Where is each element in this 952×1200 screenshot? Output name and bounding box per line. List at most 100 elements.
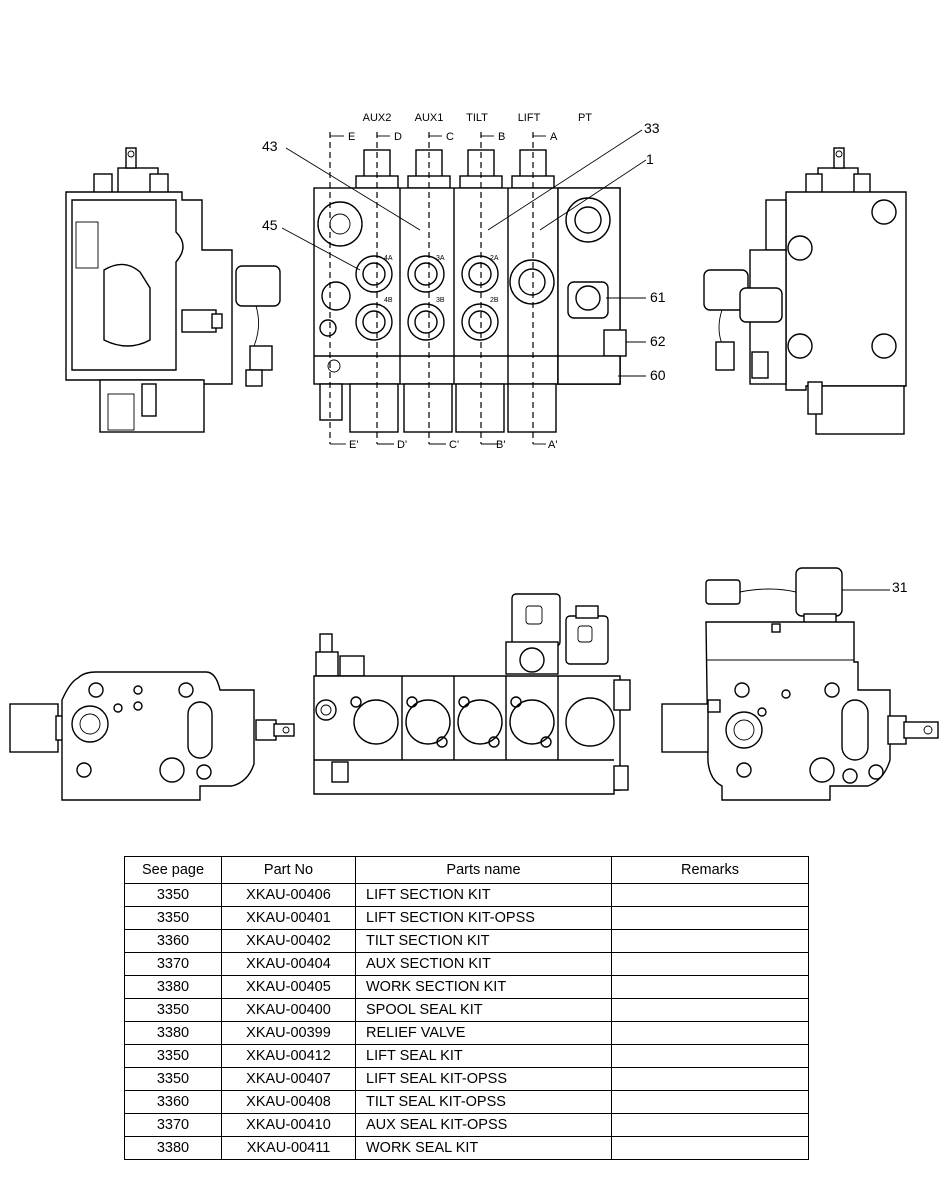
cell-see-page: 3350 <box>124 1044 222 1068</box>
cell-part-no: XKAU-00410 <box>221 1113 356 1137</box>
callout-33: 33 <box>644 120 660 136</box>
header-see-page: See page <box>124 856 222 884</box>
cell-part-no: XKAU-00400 <box>221 998 356 1022</box>
section-label: PT <box>578 112 592 124</box>
cell-see-page: 3380 <box>124 975 222 999</box>
cell-parts-name: LIFT SEAL KIT <box>355 1044 612 1068</box>
cut-label: D' <box>397 439 407 451</box>
port-label: 4A <box>384 255 393 262</box>
cell-see-page: 3370 <box>124 952 222 976</box>
cut-label: E' <box>349 439 358 451</box>
cell-see-page: 3380 <box>124 1021 222 1045</box>
cell-remarks <box>611 998 809 1022</box>
right-side-view <box>703 147 907 435</box>
front-view <box>281 129 647 445</box>
cell-see-page: 3360 <box>124 929 222 953</box>
valve-assembly-drawing: AUX2 AUX1 TILT LIFT PT E D C B A E' D' C… <box>9 112 939 801</box>
cut-label: E <box>348 131 355 143</box>
cell-see-page: 3350 <box>124 883 222 907</box>
section-labels: AUX2 AUX1 TILT LIFT PT <box>363 112 593 124</box>
cell-part-no: XKAU-00411 <box>221 1136 356 1160</box>
cell-remarks <box>611 1136 809 1160</box>
cell-part-no: XKAU-00406 <box>221 883 356 907</box>
port-label: 2A <box>490 255 499 262</box>
cell-part-no: XKAU-00405 <box>221 975 356 999</box>
callout-62: 62 <box>650 333 666 349</box>
cell-see-page: 3370 <box>124 1113 222 1137</box>
cell-part-no: XKAU-00401 <box>221 906 356 930</box>
cell-remarks <box>611 1090 809 1114</box>
section-label: AUX2 <box>363 112 392 124</box>
cut-label: B' <box>496 439 505 451</box>
cell-parts-name: SPOOL SEAL KIT <box>355 998 612 1022</box>
table-header-row: See page Part No Parts name Remarks <box>124 856 809 884</box>
cell-remarks <box>611 883 809 907</box>
cut-label: B <box>498 131 505 143</box>
port-label: 2B <box>490 297 499 304</box>
callout-1: 1 <box>646 151 654 167</box>
cut-label: C' <box>449 439 459 451</box>
cell-part-no: XKAU-00412 <box>221 1044 356 1068</box>
parts-table: See page Part No Parts name Remarks 3350… <box>124 856 809 1160</box>
callout-61: 61 <box>650 289 666 305</box>
cell-remarks <box>611 906 809 930</box>
header-parts-name: Parts name <box>355 856 612 884</box>
cell-see-page: 3380 <box>124 1136 222 1160</box>
cell-part-no: XKAU-00402 <box>221 929 356 953</box>
cell-remarks <box>611 1021 809 1045</box>
port-label: 3B <box>436 297 445 304</box>
cut-labels-bottom: E' D' C' B' A' <box>349 439 557 451</box>
port-label: 3A <box>436 255 445 262</box>
callout-45: 45 <box>262 217 278 233</box>
header-remarks: Remarks <box>611 856 809 884</box>
cut-label: C <box>446 131 454 143</box>
cell-part-no: XKAU-00404 <box>221 952 356 976</box>
cut-label: A' <box>548 439 557 451</box>
cell-parts-name: LIFT SECTION KIT <box>355 883 612 907</box>
cell-parts-name: LIFT SECTION KIT-OPSS <box>355 906 612 930</box>
bottom-right-view <box>661 567 939 801</box>
cell-see-page: 3350 <box>124 1067 222 1091</box>
cell-parts-name: WORK SEAL KIT <box>355 1136 612 1160</box>
cell-part-no: XKAU-00399 <box>221 1021 356 1045</box>
callout-60: 60 <box>650 367 666 383</box>
cell-remarks <box>611 929 809 953</box>
cut-label: D <box>394 131 402 143</box>
cell-see-page: 3360 <box>124 1090 222 1114</box>
cell-part-no: XKAU-00408 <box>221 1090 356 1114</box>
cell-remarks <box>611 975 809 999</box>
cell-remarks <box>611 1113 809 1137</box>
cell-see-page: 3350 <box>124 998 222 1022</box>
callout-43: 43 <box>262 138 278 154</box>
cell-parts-name: LIFT SEAL KIT-OPSS <box>355 1067 612 1091</box>
section-label: AUX1 <box>415 112 444 124</box>
section-label: LIFT <box>518 112 541 124</box>
cell-remarks <box>611 952 809 976</box>
cell-see-page: 3350 <box>124 906 222 930</box>
callout-31: 31 <box>892 579 908 595</box>
cell-parts-name: AUX SECTION KIT <box>355 952 612 976</box>
callouts: 43 45 33 1 61 62 60 31 <box>262 120 908 595</box>
port-label: 4B <box>384 297 393 304</box>
cell-parts-name: RELIEF VALVE <box>355 1021 612 1045</box>
cell-part-no: XKAU-00407 <box>221 1067 356 1091</box>
cell-parts-name: WORK SECTION KIT <box>355 975 612 999</box>
bottom-center-view <box>313 593 631 795</box>
cell-parts-name: TILT SECTION KIT <box>355 929 612 953</box>
left-side-view <box>65 147 281 433</box>
bottom-left-view <box>9 671 295 801</box>
cell-remarks <box>611 1044 809 1068</box>
section-label: TILT <box>466 112 488 124</box>
cut-label: A <box>550 131 558 143</box>
